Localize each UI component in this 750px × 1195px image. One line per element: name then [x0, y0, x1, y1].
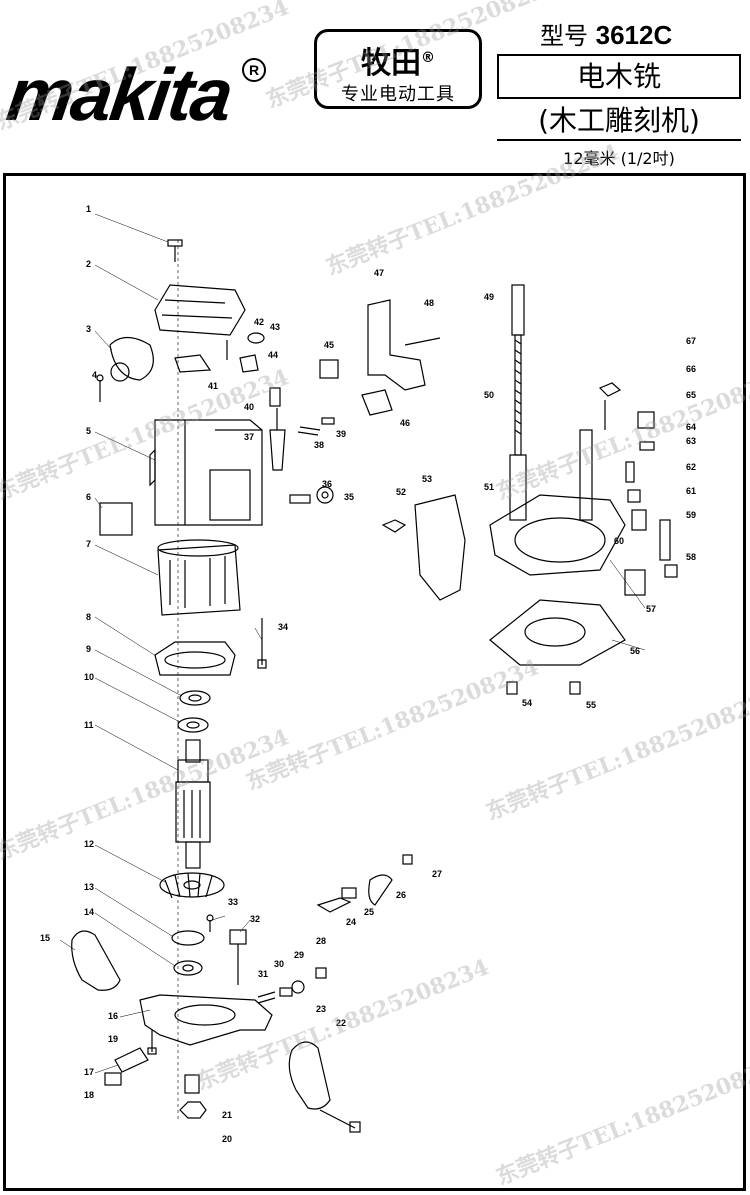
part-label-54: 54: [522, 698, 532, 708]
part-label-25: 25: [364, 907, 374, 917]
part-label-50: 50: [484, 390, 494, 400]
header-divider: [497, 139, 741, 141]
part-label-8: 8: [86, 612, 91, 622]
part-label-26: 26: [396, 890, 406, 900]
part-label-42: 42: [254, 317, 264, 327]
watermark-text: 东莞转子TEL:18825208234: [243, 654, 543, 795]
parts-drawing: [71, 239, 678, 1133]
watermark-text: 东莞转子TEL:18825208234: [493, 364, 750, 505]
part-label-57: 57: [646, 604, 656, 614]
part-label-53: 53: [422, 474, 432, 484]
part-label-61: 61: [686, 486, 696, 496]
model-number: 3612C: [595, 20, 673, 50]
watermark-text: 东莞转子TEL:18825208234: [323, 139, 623, 280]
part-label-22: 22: [336, 1018, 346, 1028]
part-label-41: 41: [208, 381, 218, 391]
product-subname: (木工雕刻机): [538, 104, 700, 137]
part-label-30: 30: [274, 959, 284, 969]
watermark-text: 东莞转子TEL:18825208234: [493, 1049, 750, 1190]
brand-name-text: 牧田: [361, 46, 421, 81]
part-label-51: 51: [484, 482, 494, 492]
part-label-34: 34: [278, 622, 288, 632]
part-label-60: 60: [614, 536, 624, 546]
part-label-56: 56: [630, 646, 640, 656]
part-label-59: 59: [686, 510, 696, 520]
part-label-65: 65: [686, 390, 696, 400]
part-label-4: 4: [92, 370, 97, 380]
part-label-35: 35: [344, 492, 354, 502]
watermark-text: 东莞转子TEL:18825208234: [263, 0, 563, 114]
part-label-23: 23: [316, 1004, 326, 1014]
diagram-frame: [3, 173, 746, 1191]
makita-logo: makita R: [0, 28, 272, 136]
part-label-48: 48: [424, 298, 434, 308]
part-label-29: 29: [294, 950, 304, 960]
part-label-52: 52: [396, 487, 406, 497]
part-label-63: 63: [686, 436, 696, 446]
part-label-3: 3: [86, 324, 91, 334]
brand-reg-mark: ®: [421, 50, 435, 66]
part-label-58: 58: [686, 552, 696, 562]
part-label-15: 15: [40, 933, 50, 943]
part-label-32: 32: [250, 914, 260, 924]
watermark-text: 东莞转子TEL:18825208234: [0, 0, 293, 136]
part-label-9: 9: [86, 644, 91, 654]
product-size: 12毫米 (1/2吋): [563, 149, 675, 168]
part-label-44: 44: [268, 350, 278, 360]
part-label-33: 33: [228, 897, 238, 907]
watermark-text: 东莞转子TEL:18825208234: [0, 724, 293, 865]
part-label-36: 36: [322, 479, 332, 489]
part-label-12: 12: [84, 839, 94, 849]
part-label-38: 38: [314, 440, 324, 450]
part-label-43: 43: [270, 322, 280, 332]
part-label-31: 31: [258, 969, 268, 979]
part-label-7: 7: [86, 539, 91, 549]
model-line: 型号 3612C: [540, 16, 672, 51]
part-label-55: 55: [586, 700, 596, 710]
part-label-45: 45: [324, 340, 334, 350]
part-label-62: 62: [686, 462, 696, 472]
brand-box: 牧田® 专业电动工具: [314, 29, 482, 109]
part-label-2: 2: [86, 259, 91, 269]
part-label-1: 1: [86, 204, 91, 214]
part-label-46: 46: [400, 418, 410, 428]
part-label-14: 14: [84, 907, 94, 917]
brand-name: 牧田®: [317, 38, 479, 82]
part-label-19: 19: [108, 1034, 118, 1044]
part-number-labels: 1 2 3 4 5 6 7 8 9 10 11 12 13 14 15 16 1…: [40, 204, 696, 1144]
model-label: 型号: [540, 22, 588, 50]
part-label-16: 16: [108, 1011, 118, 1021]
product-name: 电木铣: [497, 54, 741, 99]
part-label-67: 67: [686, 336, 696, 346]
part-label-28: 28: [316, 936, 326, 946]
part-label-47: 47: [374, 268, 384, 278]
part-label-13: 13: [84, 882, 94, 892]
part-label-66: 66: [686, 364, 696, 374]
part-label-37: 37: [244, 432, 254, 442]
part-label-20: 20: [222, 1134, 232, 1144]
part-label-21: 21: [222, 1110, 232, 1120]
part-label-17: 17: [84, 1067, 94, 1077]
part-label-24: 24: [346, 917, 356, 927]
brand-tagline: 专业电动工具: [341, 84, 455, 105]
part-label-39: 39: [336, 429, 346, 439]
part-label-11: 11: [84, 720, 94, 730]
part-label-6: 6: [86, 492, 91, 502]
part-label-27: 27: [432, 869, 442, 879]
part-label-40: 40: [244, 402, 254, 412]
part-label-49: 49: [484, 292, 494, 302]
leader-lines: [59, 213, 646, 1074]
part-label-64: 64: [686, 422, 696, 432]
part-label-10: 10: [84, 672, 94, 682]
registered-mark: R: [242, 58, 266, 82]
part-label-5: 5: [86, 426, 91, 436]
part-label-18: 18: [84, 1090, 94, 1100]
